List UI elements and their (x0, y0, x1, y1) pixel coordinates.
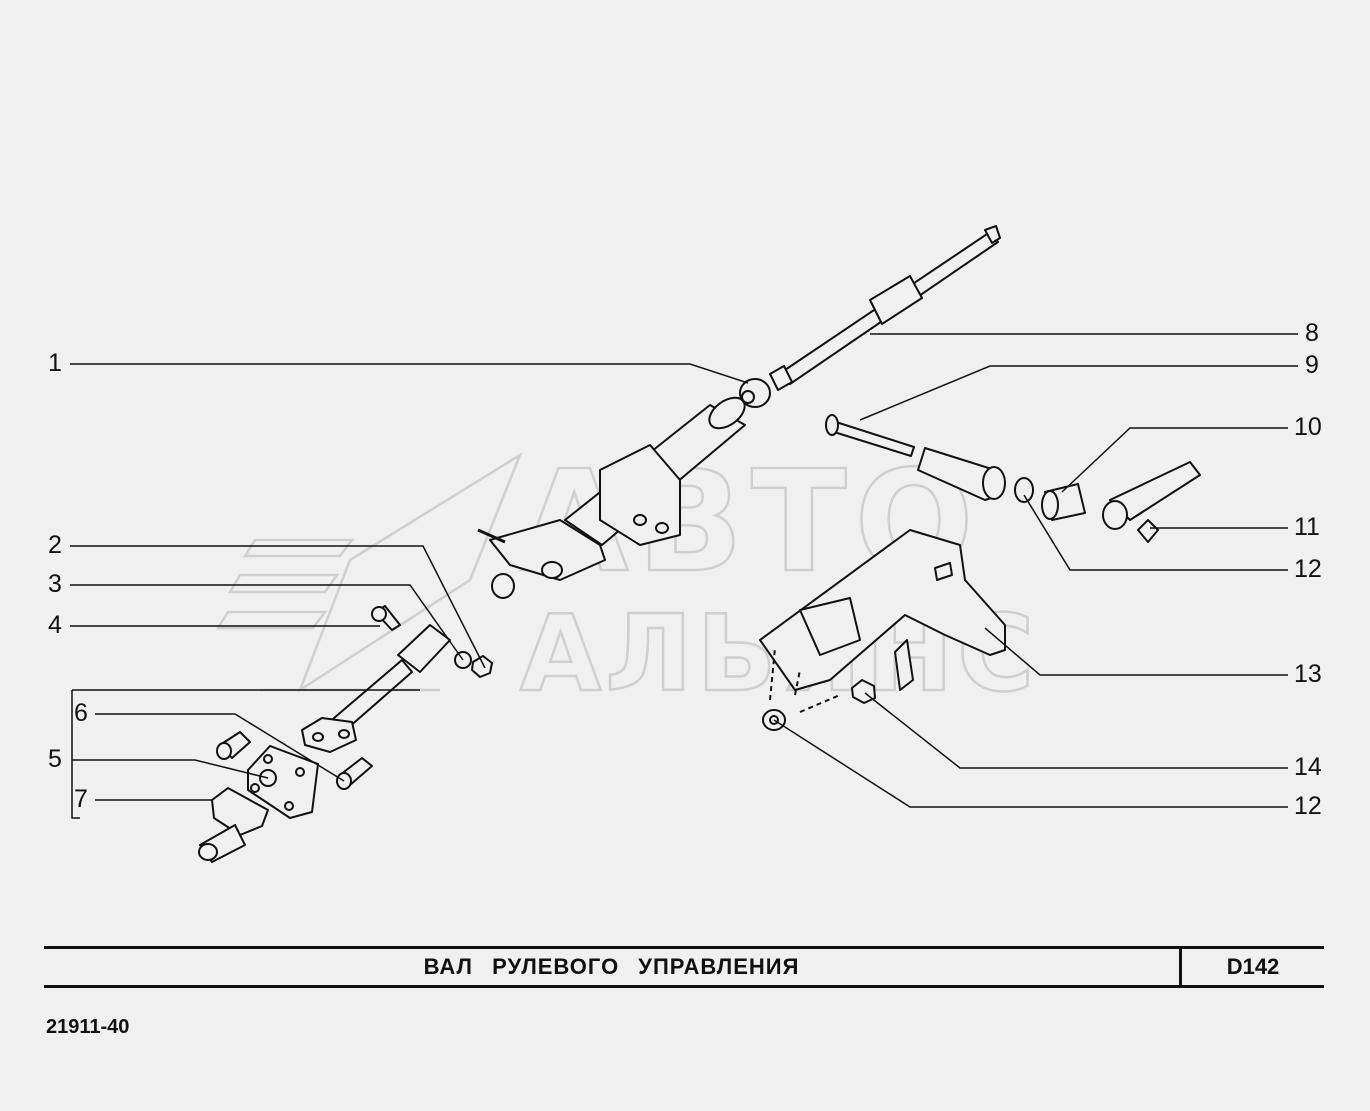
diagram-code: D142 (1226, 954, 1280, 979)
callout-1: 1 (48, 349, 62, 377)
splined-bushing (1041, 483, 1086, 521)
rubber-bushing (491, 573, 515, 599)
callout-10: 10 (1294, 413, 1322, 441)
callout-12a: 12 (1294, 555, 1322, 583)
steering-column-tube (477, 396, 746, 581)
title-block: ВАЛ РУЛЕВОГО УПРАВЛЕНИЯ D142 (44, 946, 1324, 988)
callout-13: 13 (1294, 660, 1322, 688)
sleeve (917, 447, 1006, 501)
bolt (371, 605, 401, 631)
long-bolt (825, 414, 915, 457)
callout-3: 3 (48, 570, 62, 598)
bushing (739, 378, 771, 408)
callout-9: 9 (1305, 351, 1319, 379)
callout-6: 6 (74, 699, 88, 727)
assembly-arrows (769, 647, 841, 713)
callout-11: 11 (1294, 513, 1320, 541)
callout-4: 4 (48, 611, 62, 639)
column-bracket (759, 529, 1006, 691)
adjustment-lever (1102, 461, 1201, 543)
pins (216, 731, 373, 790)
watermark-logo (215, 451, 523, 694)
intermediate-shaft (301, 624, 451, 753)
callout-5: 5 (48, 745, 62, 773)
callout-14: 14 (1294, 753, 1322, 781)
diagram-title: ВАЛ РУЛЕВОГО УПРАВЛЕНИЯ (423, 954, 800, 979)
callout-12b: 12 (1294, 792, 1322, 820)
coupling-flange (247, 745, 319, 819)
callout-2: 2 (48, 531, 62, 559)
parts (198, 225, 1201, 863)
callout-7: 7 (74, 785, 88, 813)
washer-12a (1014, 477, 1034, 503)
model-number: 21911-40 (46, 1016, 130, 1038)
yoke (198, 787, 269, 863)
parts-diagram: АВТО АЛЬЯНС (70, 225, 1298, 863)
callout-8: 8 (1305, 319, 1319, 347)
nut-2 (471, 655, 493, 678)
leader-lines (70, 333, 1298, 819)
title-divider (1179, 949, 1182, 985)
steering-shaft (769, 225, 1001, 391)
